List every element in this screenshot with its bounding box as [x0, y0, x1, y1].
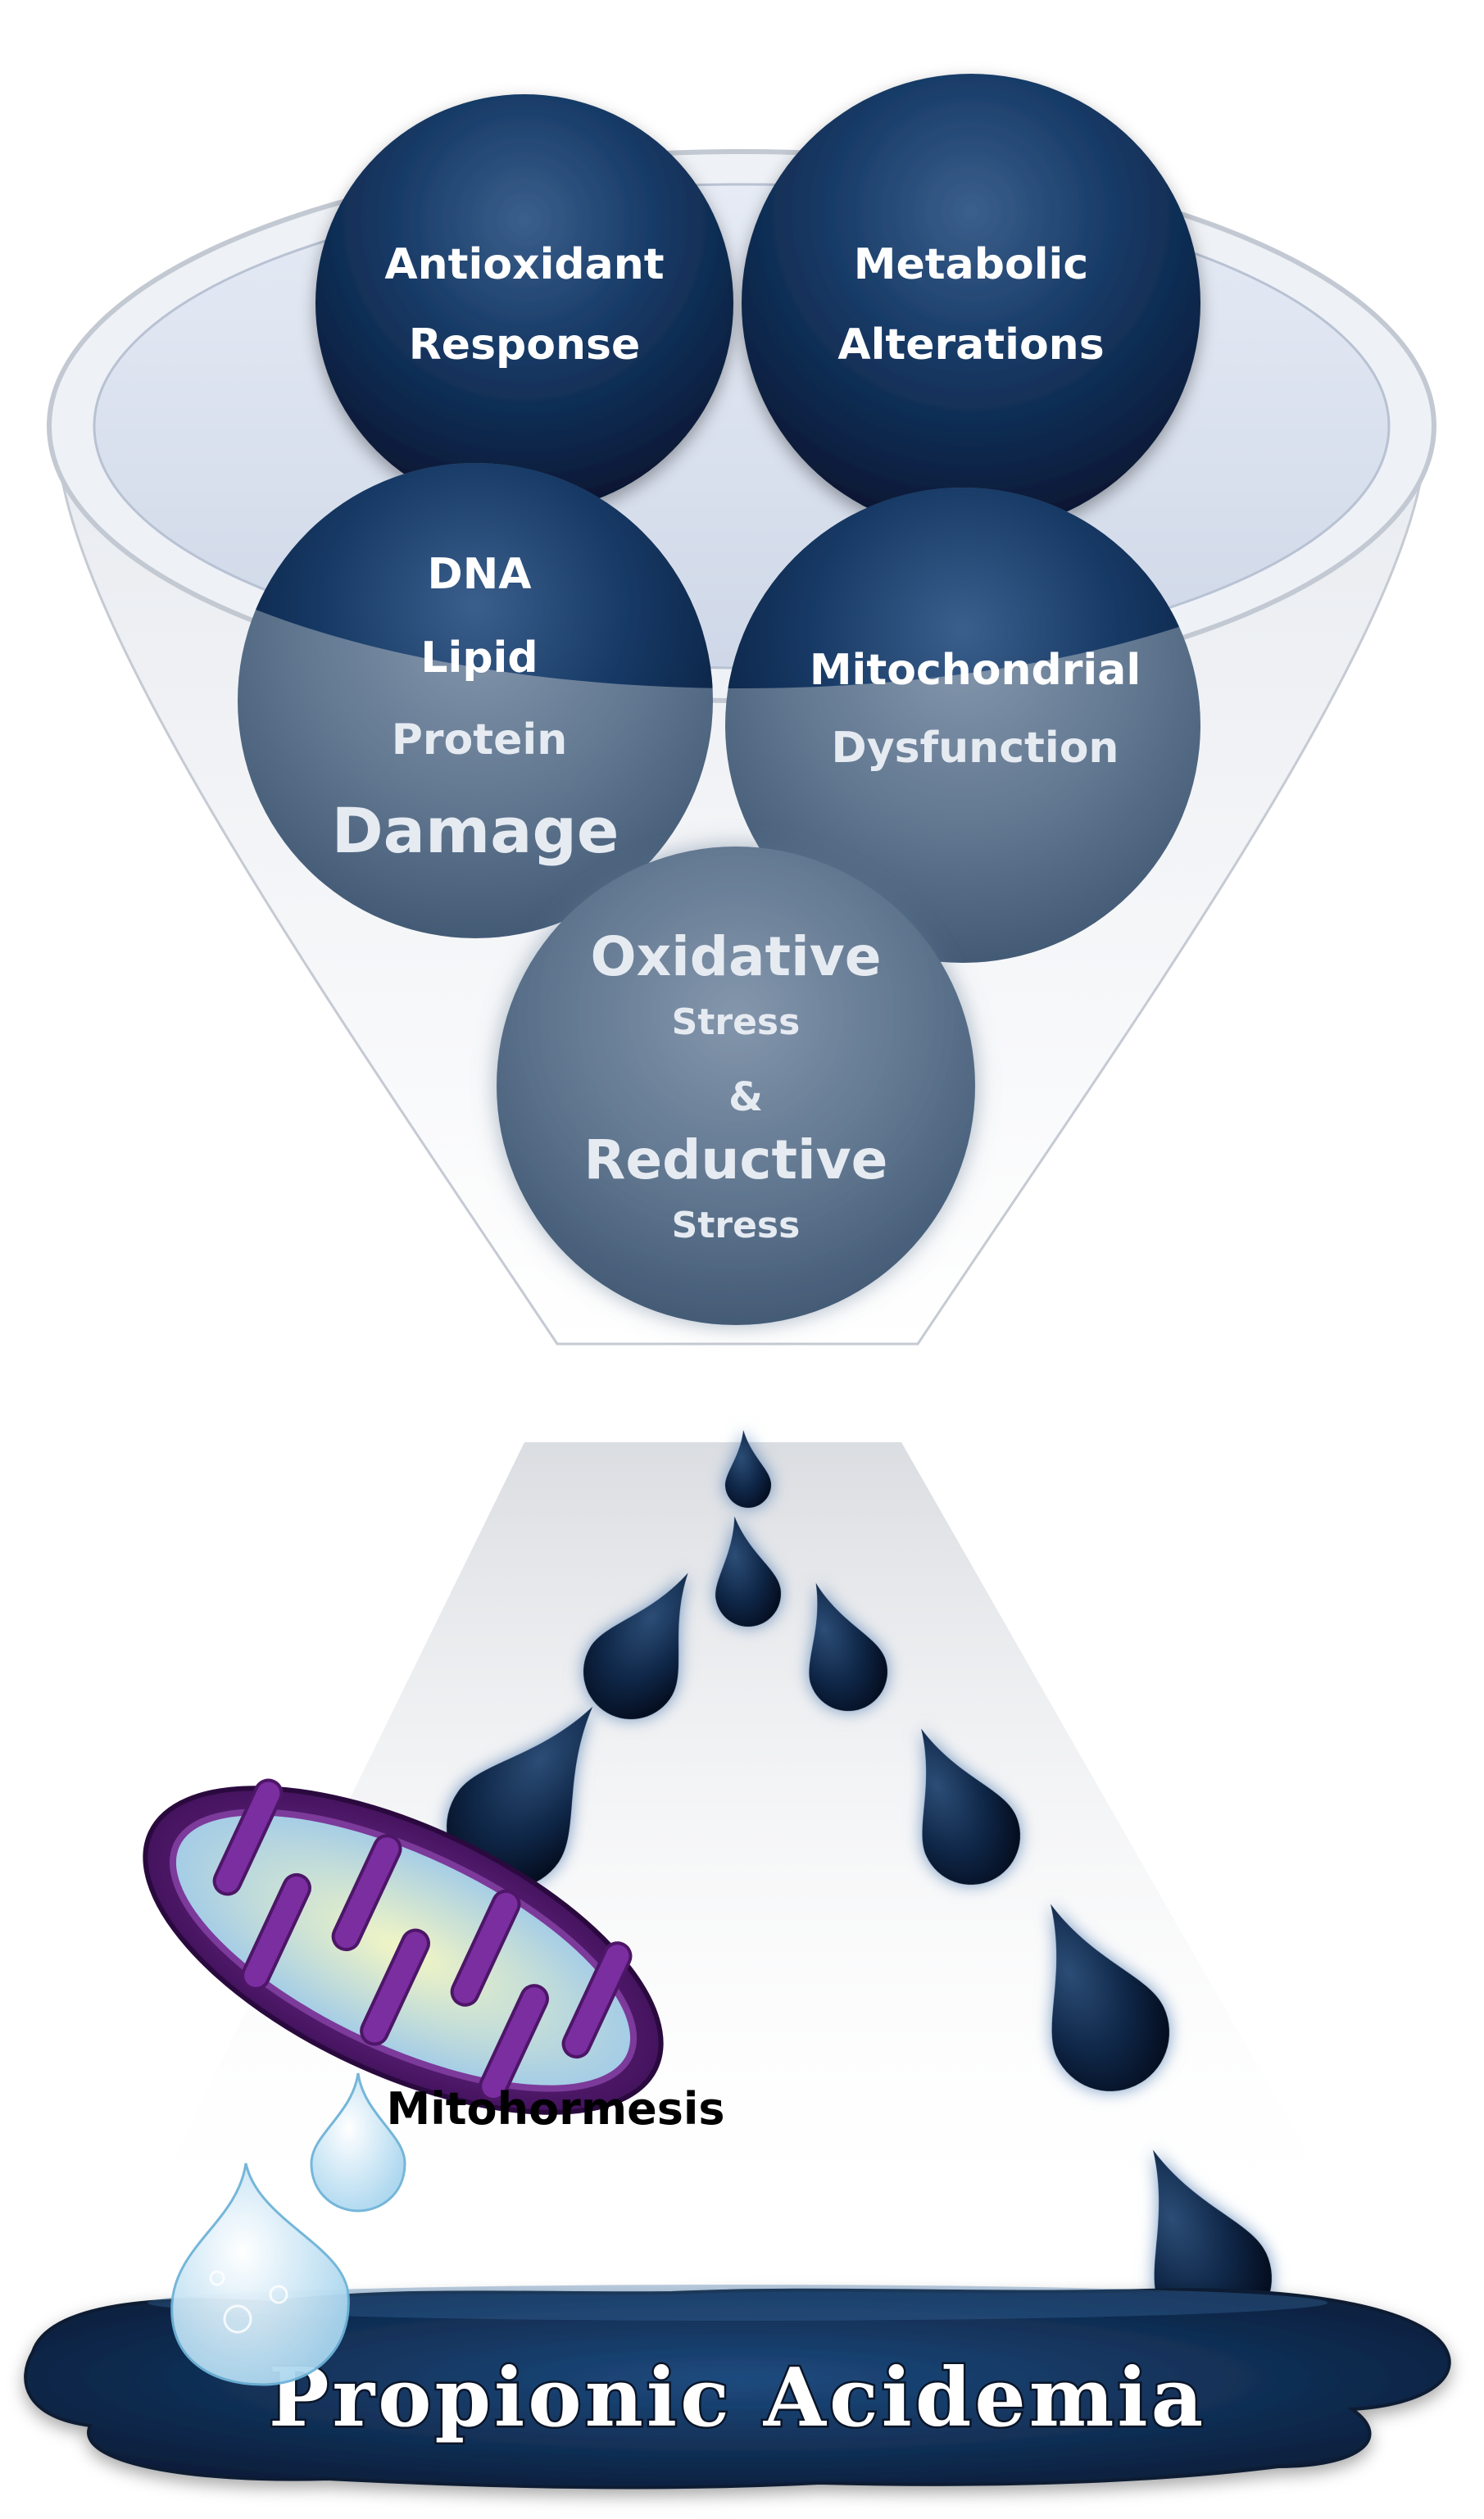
droplet-icon	[921, 1728, 1020, 1885]
droplet-icon	[715, 1516, 781, 1627]
sphere-metabolic-alterations	[742, 74, 1200, 533]
stress-oxidative-sub: Stress	[672, 1001, 801, 1043]
droplet-icon	[447, 1706, 593, 1889]
stress-reductive: Reductive	[584, 1128, 888, 1191]
stress-ampersand: &	[728, 1074, 763, 1120]
antioxidant-line2: Response	[409, 320, 640, 370]
pool-label: Propionic Acidemia	[269, 2351, 1206, 2445]
mitohormesis-label: Mitohormesis	[386, 2083, 724, 2135]
crista-fold	[331, 1834, 402, 1952]
metabolic-line1: Metabolic	[854, 240, 1088, 289]
clear-droplet-icon	[170, 2072, 406, 2386]
sphere-damage	[238, 463, 713, 938]
sphere-mitochondrial-dysfunction	[725, 488, 1200, 963]
antioxidant-line1: Antioxidant	[384, 240, 664, 289]
damage-protein: Protein	[392, 715, 567, 765]
pool-icon	[24, 2285, 1451, 2489]
sphere-antioxidant-response	[315, 94, 733, 512]
crista-fold	[360, 1928, 430, 2046]
damage-dna: DNA	[428, 550, 532, 599]
crista-fold	[241, 1872, 311, 1990]
stress-reductive-sub: Stress	[672, 1205, 801, 1246]
sphere-oxidative-reductive-stress	[497, 846, 975, 1325]
crista-fold	[561, 1941, 633, 2059]
droplet-icon	[809, 1582, 888, 1711]
stress-oxidative: Oxidative	[590, 925, 881, 988]
droplet-icon	[583, 1573, 688, 1719]
mitochondrial-line2: Dysfunction	[832, 724, 1119, 773]
damage-heading: Damage	[332, 794, 619, 867]
droplet-group	[447, 1430, 1272, 2337]
crista-fold	[212, 1778, 284, 1896]
mitochondrion-icon	[143, 1778, 664, 2115]
droplet-icon	[1050, 1904, 1169, 2091]
metabolic-line2: Alterations	[837, 320, 1104, 370]
crista-fold	[479, 1984, 549, 2102]
damage-lipid: Lipid	[420, 633, 538, 683]
crista-fold	[450, 1889, 521, 2007]
droplet-icon	[725, 1430, 771, 1508]
mitochondrial-line1: Mitochondrial	[810, 646, 1141, 695]
